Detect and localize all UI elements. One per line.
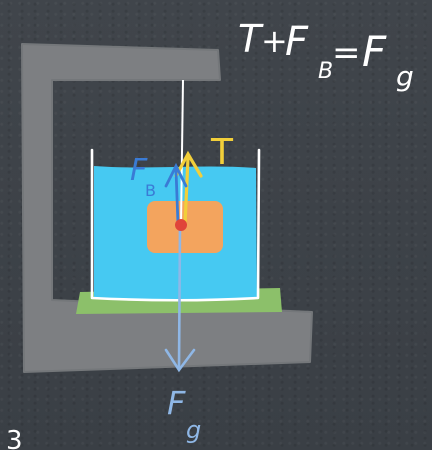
tension-arrow [174,150,203,226]
equation-plus: + [261,22,288,60]
equation-t: T [238,17,264,61]
force-equation: T + F B = F g [238,17,414,93]
gravity-label-sub: g [186,416,201,444]
equation-equals: = [332,33,361,73]
equation-sub-g: g [396,60,414,93]
beaker [90,148,261,302]
string [180,79,184,225]
page-number: 3 [6,426,23,450]
tension-label: T [210,132,234,173]
buoyant-arrow [164,162,188,226]
gravity-arrow [164,224,196,373]
equation-sub-b: B [318,59,333,84]
buoyant-label: F B [130,153,156,200]
equation-f-left: F [285,19,309,65]
gravity-label-f: F [167,384,186,422]
center-point [175,219,187,231]
buoyant-label-sub: B [145,181,156,200]
buoyant-label-f: F [130,153,148,188]
equation-f-right: F [362,27,387,76]
gravity-label: F g [167,384,201,444]
